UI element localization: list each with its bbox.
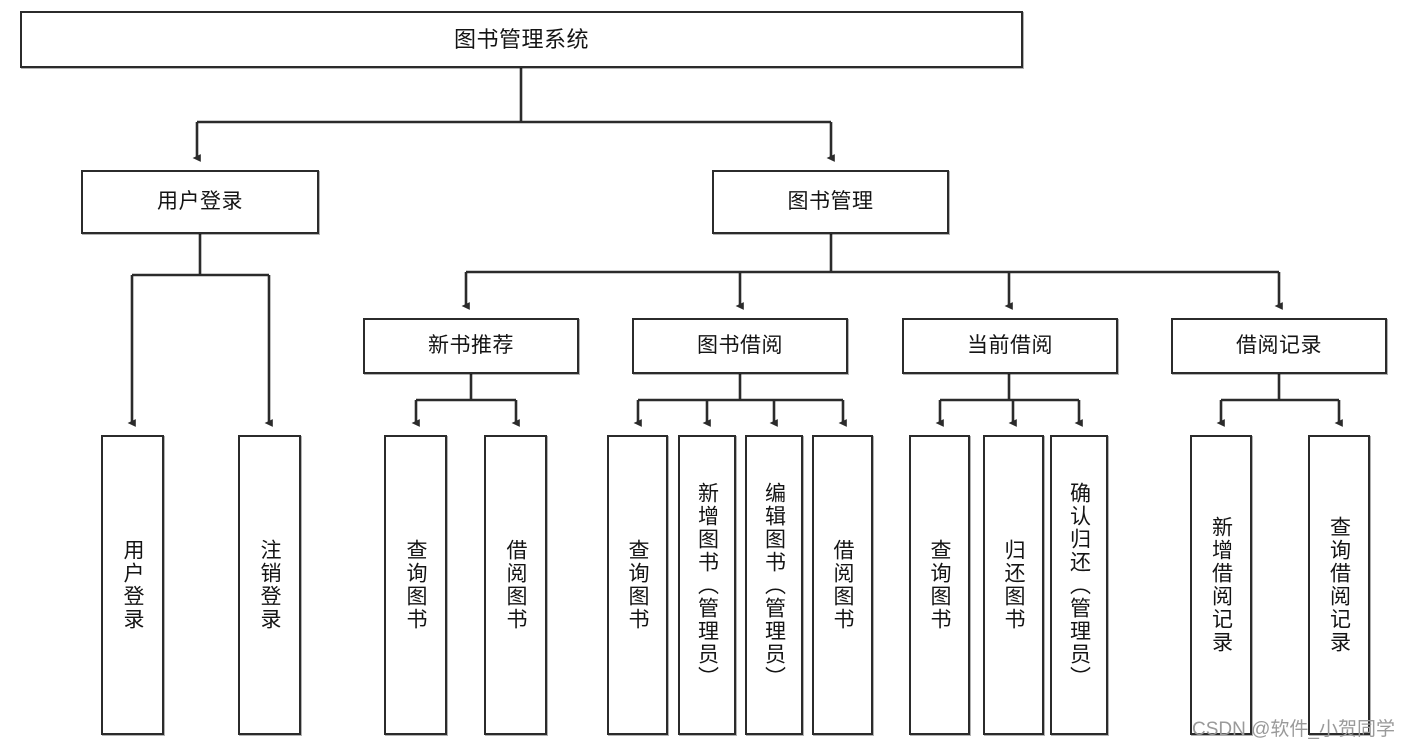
node-book-manage-label: 图书管理 xyxy=(787,189,874,213)
node-root-label: 图书管理系统 xyxy=(453,26,589,52)
node-borrow-record-label: 借阅记录 xyxy=(1236,333,1322,357)
node-leaf-query-record[interactable]: 查询借阅记录 xyxy=(1308,435,1370,735)
node-leaf-logout[interactable]: 注销登录 xyxy=(238,435,301,735)
node-leaf-logout-label: 注销登录 xyxy=(258,539,281,631)
node-leaf-add-book-label: 新增图书（管理员） xyxy=(695,481,719,689)
node-leaf-user-login-label: 用户登录 xyxy=(121,539,144,631)
node-leaf-query-book-1[interactable]: 查询图书 xyxy=(384,435,447,735)
node-leaf-query-record-label: 查询借阅记录 xyxy=(1327,516,1351,654)
node-leaf-add-record[interactable]: 新增借阅记录 xyxy=(1190,435,1252,735)
node-book-manage[interactable]: 图书管理 xyxy=(712,170,949,234)
node-leaf-query-book-2[interactable]: 查询图书 xyxy=(607,435,668,735)
node-leaf-edit-book[interactable]: 编辑图书（管理员） xyxy=(745,435,803,735)
node-book-borrow-label: 图书借阅 xyxy=(697,333,783,357)
node-leaf-user-login[interactable]: 用户登录 xyxy=(101,435,164,735)
node-borrow-record[interactable]: 借阅记录 xyxy=(1171,318,1387,374)
node-current-borrow[interactable]: 当前借阅 xyxy=(902,318,1118,374)
node-leaf-confirm-return-label: 确认归还（管理员） xyxy=(1067,481,1091,689)
node-new-book-rec[interactable]: 新书推荐 xyxy=(363,318,579,374)
node-leaf-borrow-book-1[interactable]: 借阅图书 xyxy=(484,435,547,735)
node-leaf-query-book-3-label: 查询图书 xyxy=(928,539,951,631)
node-user-login[interactable]: 用户登录 xyxy=(81,170,319,234)
node-leaf-query-book-1-label: 查询图书 xyxy=(404,539,427,631)
node-leaf-borrow-book-2[interactable]: 借阅图书 xyxy=(812,435,873,735)
node-user-login-label: 用户登录 xyxy=(157,189,243,213)
node-current-borrow-label: 当前借阅 xyxy=(967,333,1053,357)
node-leaf-add-record-label: 新增借阅记录 xyxy=(1209,516,1233,654)
node-leaf-borrow-book-1-label: 借阅图书 xyxy=(504,539,527,631)
node-book-borrow[interactable]: 图书借阅 xyxy=(632,318,848,374)
node-leaf-return-book[interactable]: 归还图书 xyxy=(983,435,1044,735)
node-leaf-borrow-book-2-label: 借阅图书 xyxy=(831,539,854,631)
node-leaf-confirm-return[interactable]: 确认归还（管理员） xyxy=(1050,435,1108,735)
node-root[interactable]: 图书管理系统 xyxy=(20,11,1023,68)
node-leaf-query-book-2-label: 查询图书 xyxy=(626,539,649,631)
node-leaf-return-book-label: 归还图书 xyxy=(1002,539,1025,631)
watermark: CSDN @软件_小贺同学 xyxy=(1192,719,1395,740)
node-leaf-edit-book-label: 编辑图书（管理员） xyxy=(762,481,786,689)
node-leaf-add-book[interactable]: 新增图书（管理员） xyxy=(678,435,736,735)
node-leaf-query-book-3[interactable]: 查询图书 xyxy=(909,435,970,735)
node-new-book-rec-label: 新书推荐 xyxy=(428,333,514,357)
